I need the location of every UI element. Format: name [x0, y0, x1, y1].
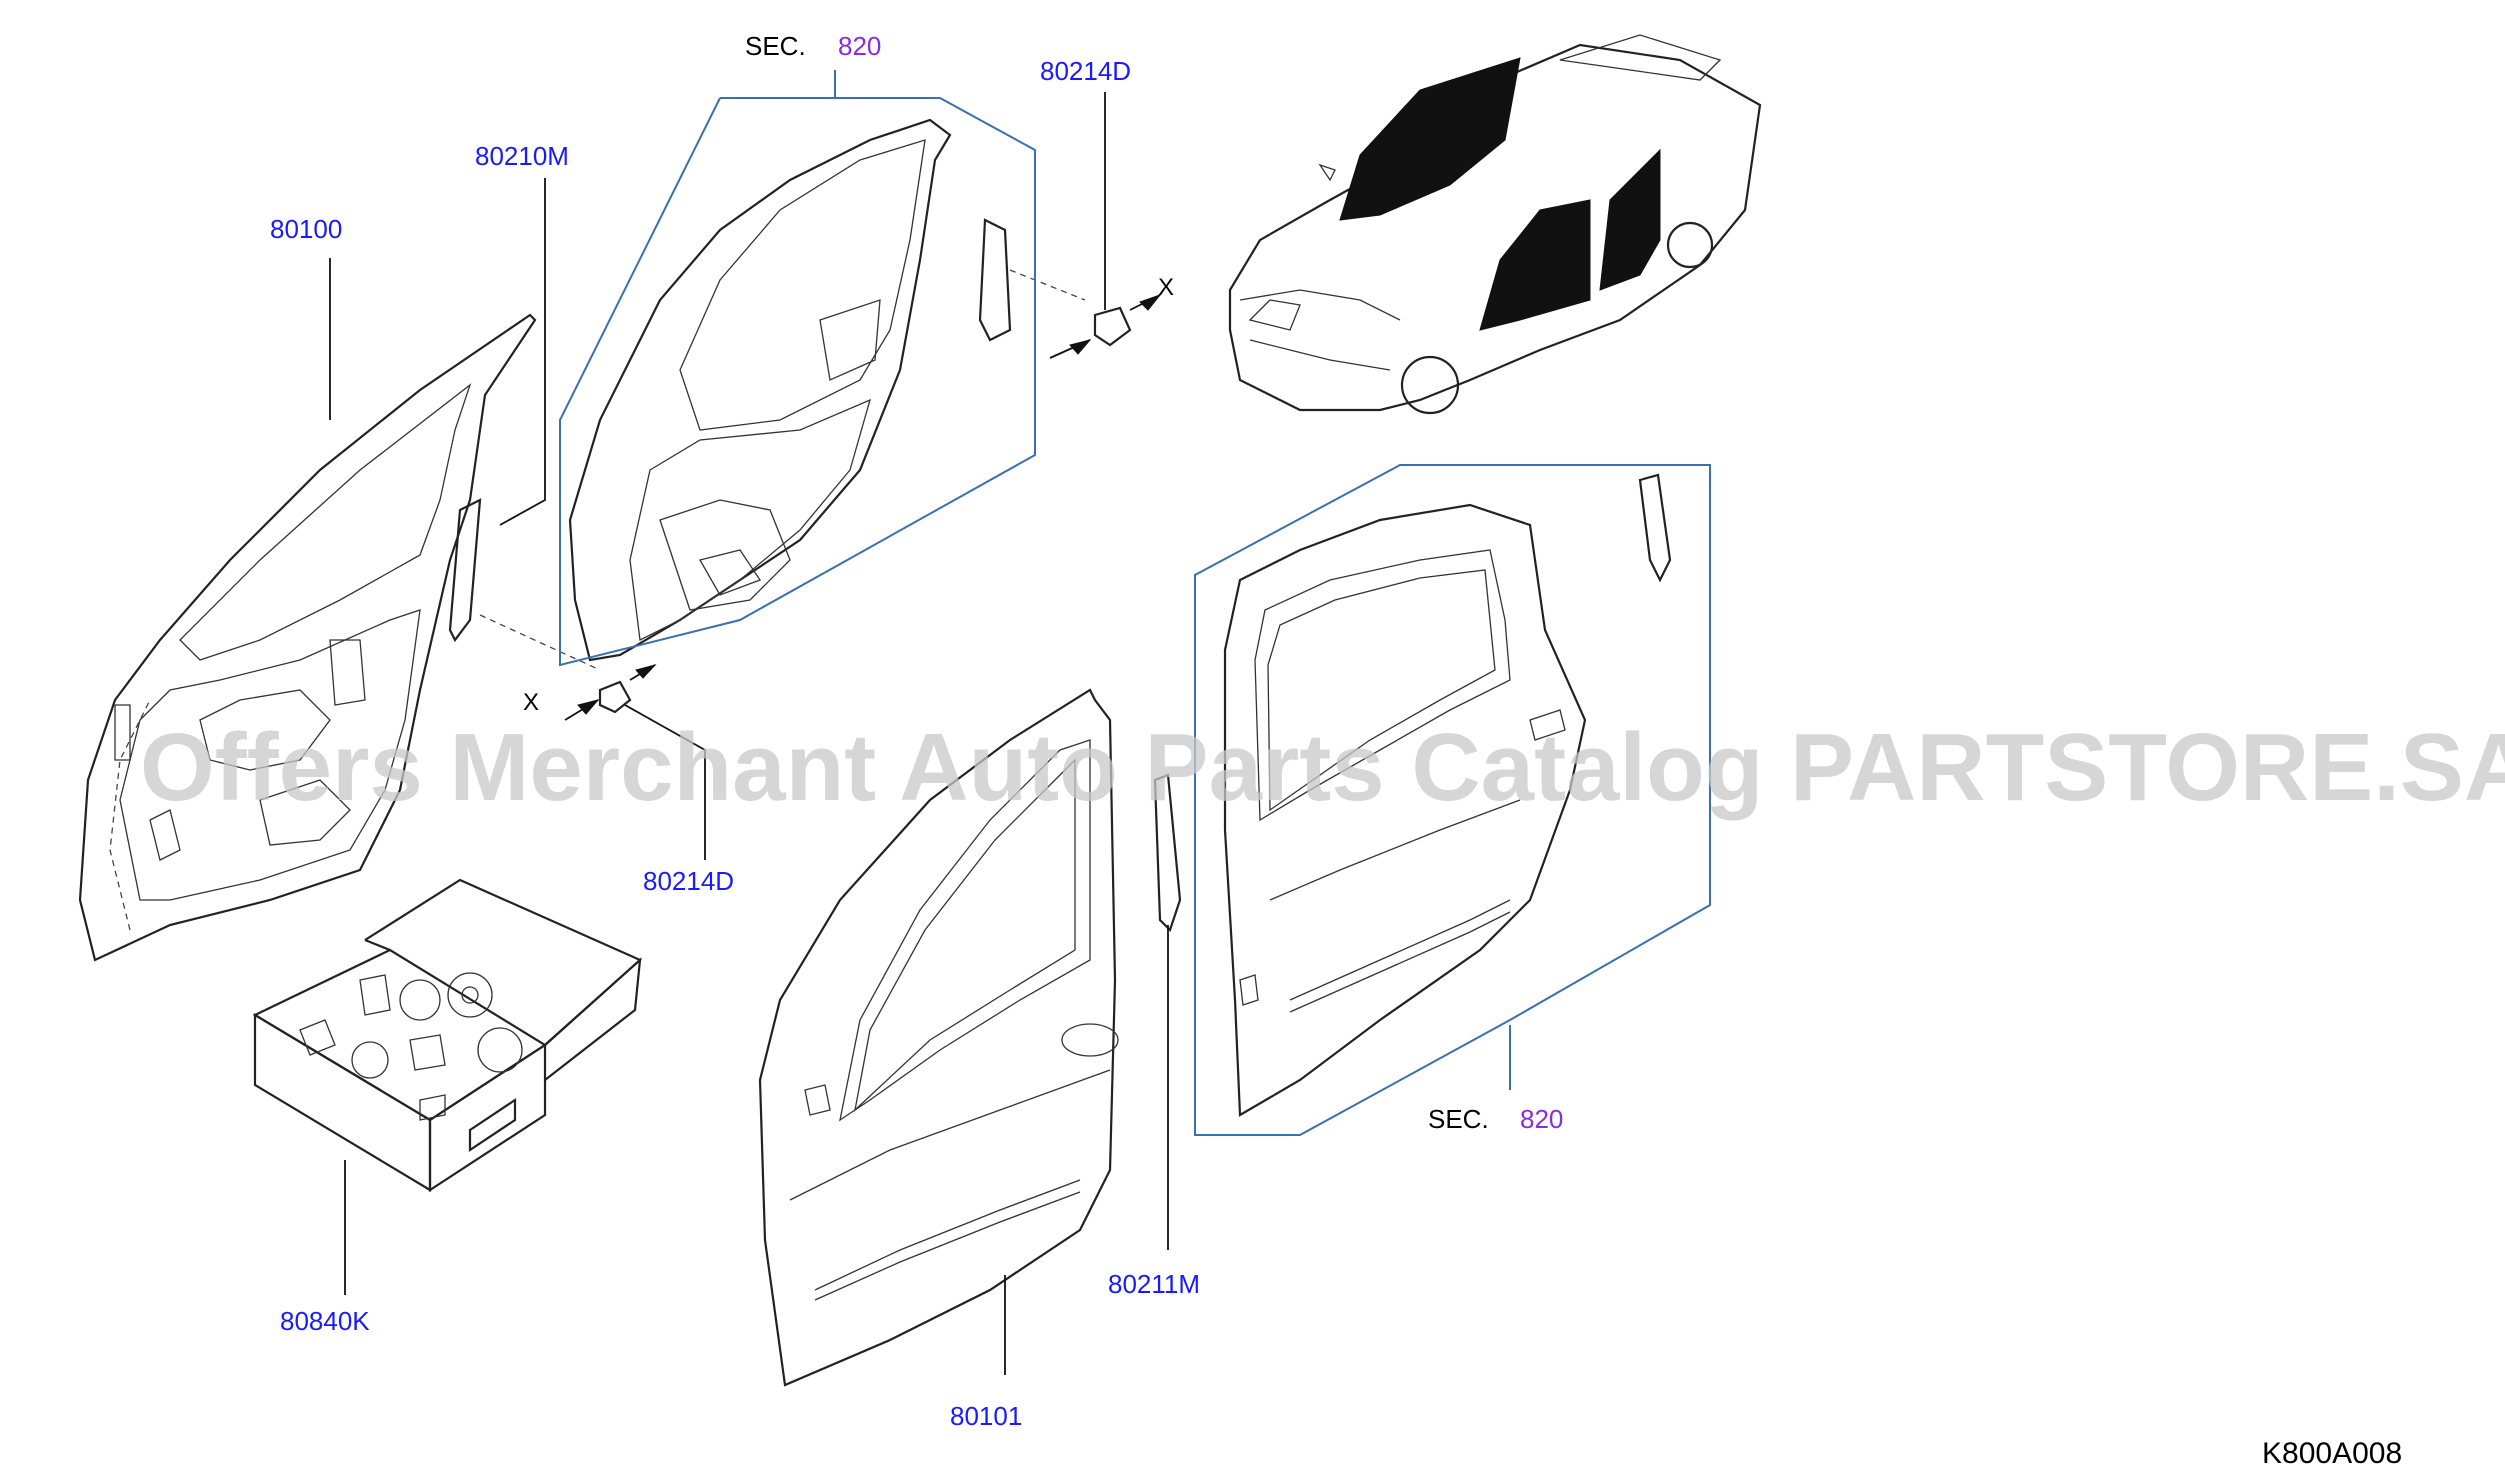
watermark-text: Offers Merchant Auto Parts Catalog PARTS… — [140, 714, 2505, 821]
front-bolt-illustration — [564, 664, 657, 721]
front-door-panel-illustration — [758, 688, 1182, 1387]
part-label-80210M[interactable]: 80210M — [475, 141, 569, 171]
leader-80210M — [499, 178, 546, 526]
sec-bracket-upper — [559, 70, 1036, 667]
part-label-80214D-top[interactable]: 80214D — [1040, 56, 1131, 86]
fastener-mark-upper: X — [1158, 274, 1174, 301]
sec-label-upper-prefix: SEC. — [745, 31, 806, 61]
part-label-80214D-bottom[interactable]: 80214D — [643, 866, 734, 896]
part-label-80101[interactable]: 80101 — [950, 1401, 1022, 1431]
diagram-code: K800A008 — [2262, 1437, 2402, 1470]
leader-80214D-bottom — [624, 704, 706, 860]
sec-label-lower-number[interactable]: 820 — [1520, 1104, 1563, 1134]
rear-door-frame-illustration — [568, 118, 1162, 662]
part-label-80840K[interactable]: 80840K — [280, 1306, 370, 1336]
sec-label-upper-number[interactable]: 820 — [838, 31, 881, 61]
front-door-frame-illustration — [78, 313, 601, 962]
vehicle-illustration — [1228, 34, 1762, 415]
sec-bracket-lower — [1194, 464, 1711, 1136]
part-label-80100[interactable]: 80100 — [270, 214, 342, 244]
part-label-80211M[interactable]: 80211M — [1108, 1269, 1200, 1299]
repair-kit-box-illustration — [252, 878, 643, 1193]
rear-door-panel-illustration — [1223, 473, 1672, 1117]
fastener-mark-lower: X — [523, 689, 539, 716]
sec-label-lower-prefix: SEC. — [1428, 1104, 1489, 1134]
